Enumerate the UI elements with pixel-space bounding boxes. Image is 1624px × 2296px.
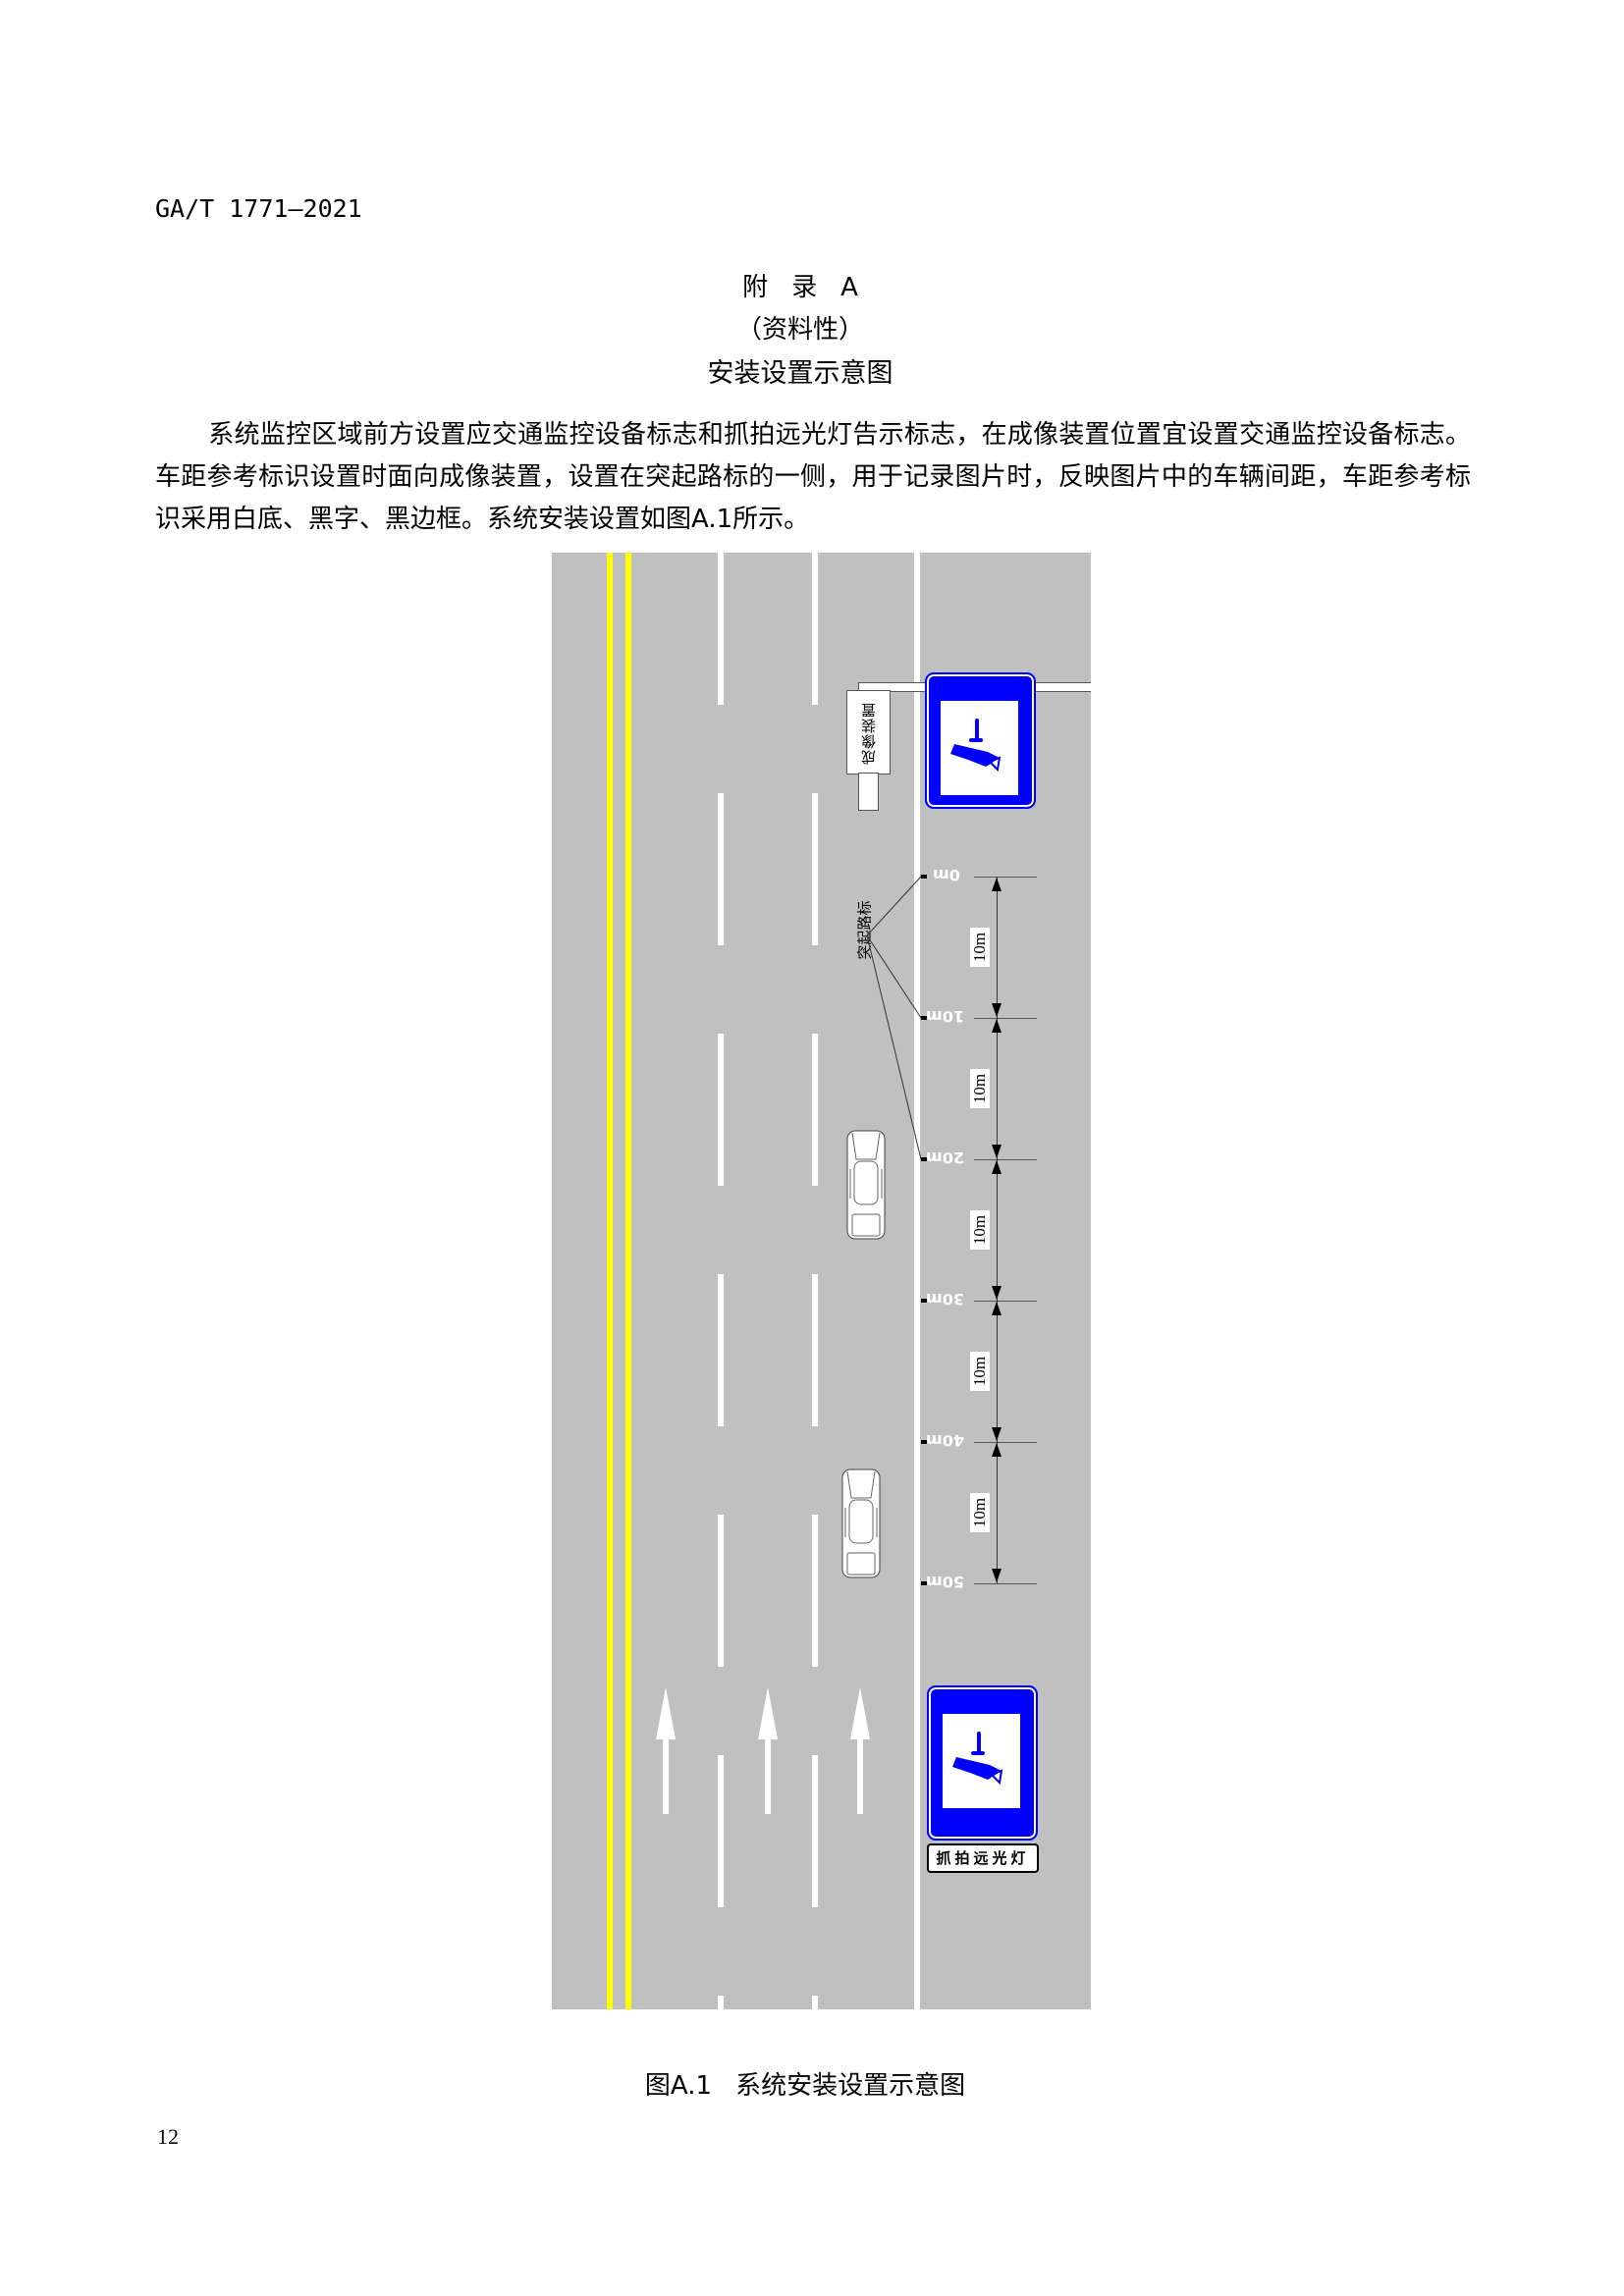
figure-caption: 图A.1 系统安装设置示意图 xyxy=(0,2065,1610,2102)
appendix-title: 安装设置示意图 xyxy=(707,358,893,389)
high-beam-capture-plate: 抓拍远光灯 xyxy=(927,1843,1039,1873)
extension-line xyxy=(974,877,1037,878)
extension-line xyxy=(974,1159,1037,1160)
extension-line xyxy=(974,1301,1037,1302)
dimension-arrows xyxy=(992,878,1001,1582)
surveillance-camera-icon xyxy=(950,719,1001,773)
appendix-label-part: 录 xyxy=(791,273,818,302)
extension-line xyxy=(974,1583,1037,1584)
standard-code: GA/T 1771—2021 xyxy=(155,194,362,223)
body-paragraph: 系统监控区域前方设置应交通监控设备标志和抓拍远光灯告示标志，在成像装置位置宜设置… xyxy=(155,414,1471,541)
lane-divider-dashed xyxy=(718,553,724,2009)
appendix-nature: （资料性） xyxy=(735,315,864,345)
body-paragraph-text: 系统监控区域前方设置应交通监控设备标志和抓拍远光灯告示标志，在成像装置位置宜设置… xyxy=(155,420,1471,534)
straight-arrow-icons xyxy=(656,1687,870,1814)
raised-marker xyxy=(921,1440,927,1444)
dimension-line xyxy=(997,877,998,1583)
raised-marker xyxy=(921,1581,927,1585)
figure-caption-title: 系统安装设置示意图 xyxy=(735,2071,966,2101)
imaging-device xyxy=(846,690,891,774)
extension-line xyxy=(974,1442,1037,1443)
imaging-device-mount xyxy=(858,773,879,811)
raised-marker xyxy=(921,1016,927,1020)
monitoring-sign-lower xyxy=(927,1685,1038,1841)
raised-marker xyxy=(921,1157,927,1161)
raised-marker-leaders xyxy=(866,876,922,1160)
edge-line-solid xyxy=(914,553,920,2009)
surveillance-camera-icon xyxy=(952,1732,1003,1786)
appendix-label-part: A xyxy=(840,273,858,302)
raised-marker xyxy=(921,875,927,879)
page-number: 12 xyxy=(157,2124,179,2149)
monitoring-sign-upper xyxy=(925,672,1036,809)
figure-caption-number: 图A.1 xyxy=(644,2071,713,2101)
installation-diagram: 成像装置 突起路标 0m 10m 20m 30m 40m 50m xyxy=(552,553,1091,2009)
lane-divider-dashed xyxy=(812,553,818,2009)
appendix-label-part: 附 xyxy=(742,273,769,302)
center-line-yellow xyxy=(625,553,631,2009)
extension-line xyxy=(974,1018,1037,1019)
raised-marker xyxy=(921,1299,927,1303)
car-icon xyxy=(846,1130,886,1240)
center-line-yellow xyxy=(607,553,613,2009)
car-icon xyxy=(841,1468,881,1578)
